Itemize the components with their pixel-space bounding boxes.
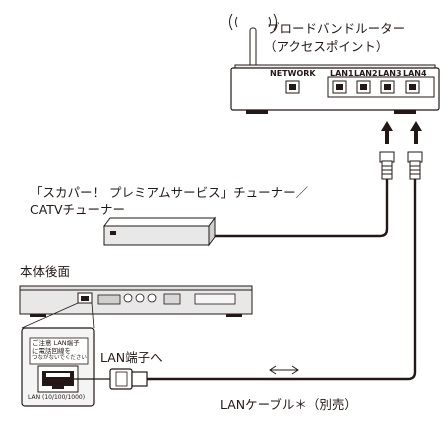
lan-port-3 — [380, 80, 395, 94]
port-callout-box — [21, 327, 95, 407]
lan-plug-connector — [66, 368, 148, 390]
double-arrow-icon — [269, 365, 299, 375]
router-foot-right — [394, 110, 416, 114]
lan1-port-label: LAN1 — [330, 69, 354, 78]
tuner-device — [103, 216, 216, 247]
callout-line-left — [21, 302, 79, 329]
lan-port-1 — [332, 80, 347, 94]
lan-port-group — [327, 76, 435, 98]
tuner-label-line1: 「スカパー！ プレミアムサービス」チューナー／ — [30, 185, 309, 200]
caution-sticker-line2: に電話回線を — [32, 347, 71, 355]
router-name-line1: ブロードバンドルーター — [267, 21, 406, 36]
lan-port-2 — [356, 80, 371, 94]
lan2-port-label: LAN2 — [354, 69, 378, 78]
lan3-port-label: LAN3 — [378, 69, 402, 78]
router-name-line2: （アクセスポイント） — [264, 39, 389, 54]
up-arrow-icon — [381, 121, 393, 144]
lan-port-4 — [405, 80, 420, 94]
router-foot-left — [246, 110, 268, 114]
callout-line-right — [91, 302, 95, 329]
cable-plug-main — [407, 151, 423, 180]
cable-plug-tuner — [379, 151, 395, 180]
tuner-label-line2: CATVチューナー — [30, 202, 125, 217]
router-device — [229, 13, 440, 114]
caution-sticker-line3: つながないでください — [32, 355, 87, 361]
lan-port-callout-label: LAN端子へ — [100, 350, 163, 365]
network-port-label: NETWORK — [270, 69, 316, 78]
network-port — [285, 80, 300, 94]
caution-sticker-line1: ご注意 LAN端子 — [32, 339, 80, 347]
cable-main — [147, 179, 417, 381]
lan-cable-label: LANケーブル＊（別売） — [220, 397, 357, 412]
main-unit-label: 本体後面 — [20, 264, 71, 279]
lan4-port-label: LAN4 — [403, 69, 427, 78]
cable-tuner — [215, 179, 389, 238]
wifi-waves-icon — [229, 13, 277, 31]
port-caption: LAN (10/100/1000) — [28, 394, 86, 401]
main-unit-device — [19, 285, 253, 317]
up-arrow-icon-2 — [410, 121, 422, 144]
